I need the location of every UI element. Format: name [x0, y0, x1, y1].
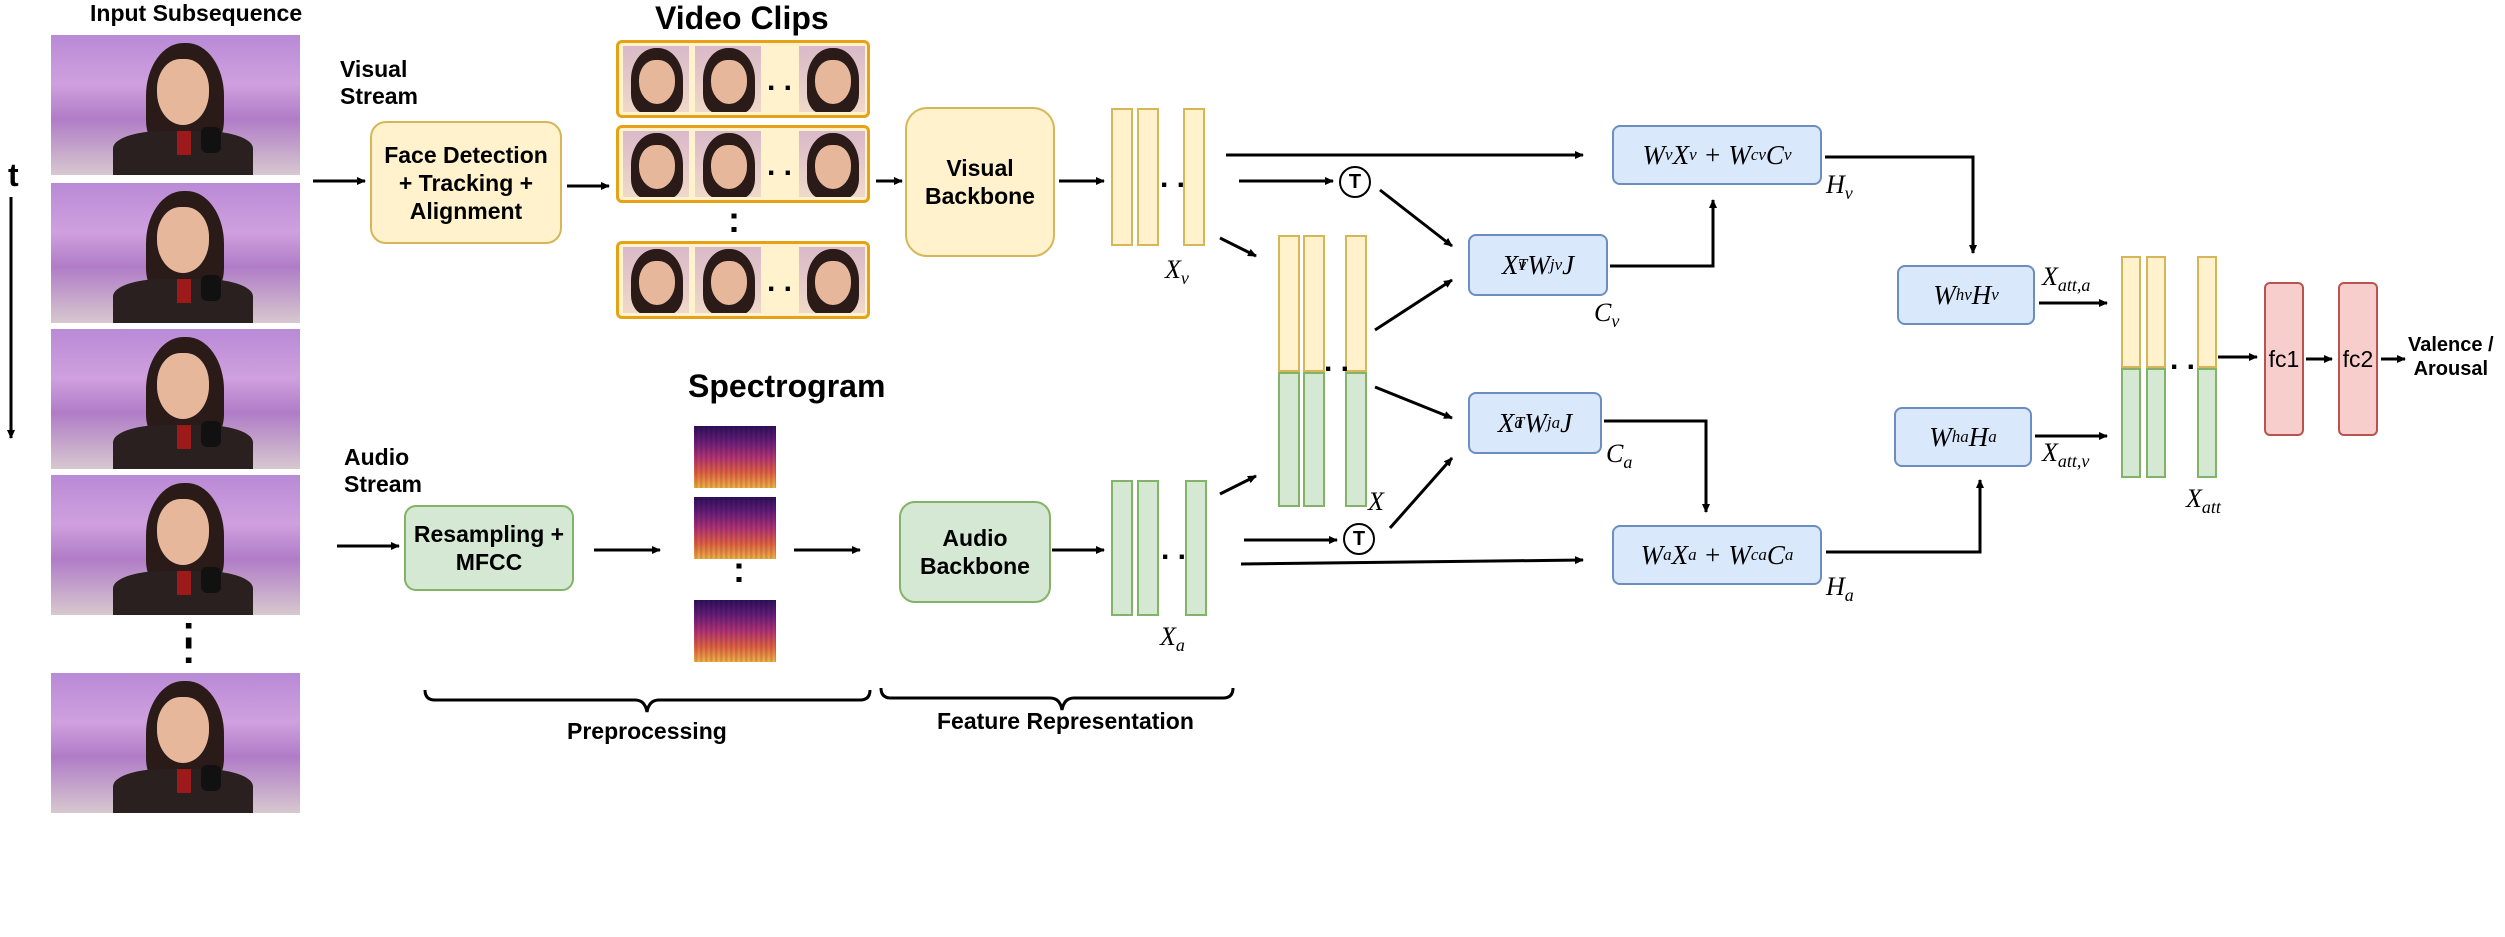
fc2-layer: fc2 — [2338, 282, 2378, 436]
valence-arousal-label: Valence / Arousal — [2408, 334, 2494, 380]
audio-stream-label: Audio Stream — [344, 444, 422, 497]
frames-ellipsis: : — [182, 628, 196, 672]
clip-ellipsis: . . — [767, 265, 793, 298]
input-frame — [51, 35, 300, 175]
video-clip: . . — [616, 40, 870, 118]
visual-feature-vector — [1183, 108, 1205, 246]
clips-ellipsis: : — [728, 199, 740, 240]
x-label: X — [1368, 487, 1384, 516]
spectrogram-image — [694, 600, 776, 662]
audio-backbone-block: Audio Backbone — [899, 501, 1051, 603]
spectrogram-image — [694, 426, 776, 488]
input-frame — [51, 183, 300, 323]
ca-label: Ca — [1606, 439, 1633, 473]
spectrogram-ellipsis: : — [733, 549, 745, 590]
input-frame — [51, 475, 300, 615]
transpose-operator: T — [1339, 166, 1371, 198]
input-frame — [51, 329, 300, 469]
feature-representation-label: Feature Representation — [937, 708, 1194, 734]
visual-backbone-block: Visual Backbone — [905, 107, 1055, 257]
xa-label: Xa — [1160, 622, 1185, 656]
joint-feature-ellipsis: . . — [1324, 345, 1350, 378]
clip-ellipsis: . . — [767, 64, 793, 97]
audio-feature-ellipsis: . . — [1161, 533, 1187, 566]
visual-feature-vector — [1137, 108, 1159, 246]
xv-label: Xv — [1165, 255, 1189, 289]
video-clips-title: Video Clips — [655, 0, 829, 36]
hv-label: Hv — [1826, 170, 1853, 204]
ha-label: Ha — [1826, 572, 1854, 606]
transpose-operator: T — [1343, 523, 1375, 555]
preprocessing-label: Preprocessing — [567, 718, 727, 744]
audio-feature-vector — [1111, 480, 1133, 616]
face-detection-block: Face Detection + Tracking + Alignment — [370, 121, 562, 244]
video-clip: . . — [616, 125, 870, 203]
video-clip: . . — [616, 241, 870, 319]
spectrogram-title: Spectrogram — [688, 368, 886, 404]
resampling-mfcc-block: Resampling + MFCC — [404, 505, 574, 591]
audio-feature-vector — [1137, 480, 1159, 616]
visual-feature-vector — [1111, 108, 1133, 246]
x-att-v-label: Xatt,v — [2042, 438, 2090, 472]
time-axis-label: t — [8, 157, 19, 193]
clip-ellipsis: . . — [767, 149, 793, 182]
spectrogram-image — [694, 497, 776, 559]
input-frame — [51, 673, 300, 813]
x-att-label: Xatt — [2186, 484, 2221, 518]
visual-feature-ellipsis: . . — [1160, 161, 1186, 194]
cv-label: Cv — [1594, 298, 1620, 332]
frames-ellipsis: : — [182, 608, 196, 652]
x-att-a-label: Xatt,a — [2042, 262, 2091, 296]
input-subsequence-label: Input Subsequence — [90, 0, 303, 26]
visual-stream-label: Visual Stream — [340, 56, 418, 109]
fc1-layer: fc1 — [2264, 282, 2304, 436]
attended-feature-ellipsis: . . — [2170, 343, 2196, 376]
audio-feature-vector — [1185, 480, 1207, 616]
